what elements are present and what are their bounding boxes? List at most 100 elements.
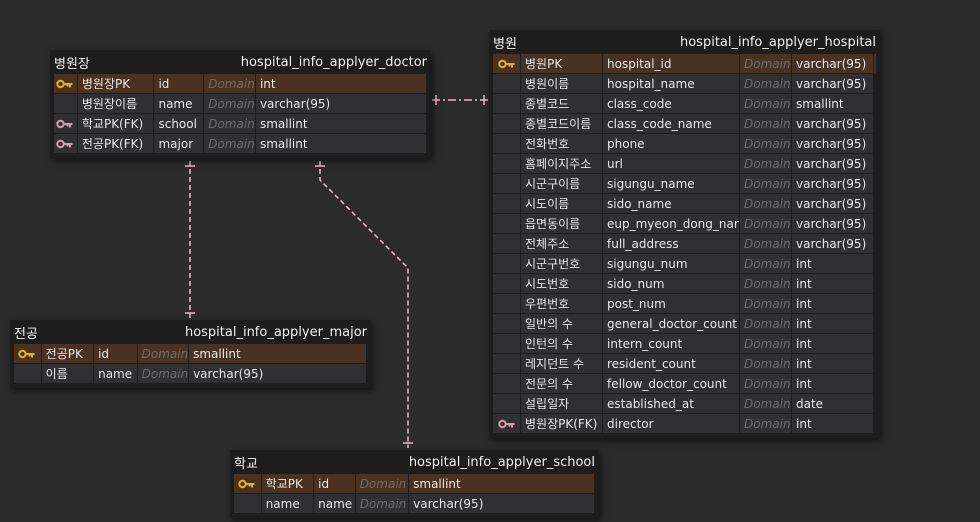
entity-header: 병원 hospital_info_applyer_hospital: [493, 30, 876, 54]
domain-cell: Domain: [740, 154, 792, 174]
domain-cell: Domain: [740, 334, 792, 354]
key-cell: [493, 74, 521, 94]
logical-name-cell: 설립일자: [521, 394, 603, 414]
logical-name-cell: name: [261, 494, 315, 514]
entity-physical-name: hospital_info_applyer_major: [184, 324, 367, 340]
logical-name-cell: 학교PK(FK): [77, 114, 155, 134]
logical-name-cell: 종별코드: [521, 94, 603, 114]
domain-cell: Domain: [355, 494, 410, 514]
key-cell: [54, 74, 78, 94]
data-type-cell: varchar(95): [255, 94, 428, 114]
key-cell: [493, 414, 521, 434]
key-cell: [493, 374, 521, 394]
key-cell: [493, 274, 521, 294]
domain-cell: Domain: [740, 74, 792, 94]
key-cell: [493, 234, 521, 254]
key-cell: [493, 114, 521, 134]
physical-name-cell: fellow_doctor_count: [603, 374, 740, 394]
pk-key-icon: [497, 59, 514, 68]
physical-name-cell: sido_name: [603, 194, 740, 214]
physical-name-cell: name: [314, 494, 356, 514]
physical-name-cell: class_code: [603, 94, 740, 114]
physical-name-cell: major: [154, 134, 205, 154]
entity-physical-name: hospital_info_applyer_hospital: [679, 34, 876, 50]
data-type-cell: varchar(95): [792, 194, 874, 214]
key-cell: [54, 114, 78, 134]
physical-name-cell: name: [94, 364, 138, 384]
domain-cell: Domain: [137, 364, 190, 384]
physical-name-cell: sigungu_num: [603, 254, 740, 274]
relationship-doctor-major[interactable]: [185, 161, 195, 318]
domain-cell: Domain: [740, 294, 792, 314]
relationship-doctor-school[interactable]: [315, 161, 413, 448]
key-cell: [493, 54, 521, 74]
physical-name-cell: id: [314, 474, 356, 494]
key-cell: [493, 174, 521, 194]
key-cell: [493, 334, 521, 354]
key-cell: [14, 364, 42, 384]
data-type-cell: int: [792, 254, 874, 274]
physical-name-cell: id: [154, 74, 205, 94]
data-type-cell: int: [255, 74, 428, 94]
domain-cell: Domain: [740, 234, 792, 254]
fk-key-icon: [497, 419, 514, 428]
key-cell: [493, 214, 521, 234]
logical-name-cell: 읍면동이름: [521, 214, 603, 234]
data-type-cell: int: [792, 334, 874, 354]
domain-cell: Domain: [740, 394, 792, 414]
pk-key-icon: [18, 349, 35, 358]
logical-name-cell: 전문의 수: [521, 374, 603, 394]
data-type-cell: int: [792, 374, 874, 394]
entity-physical-name: hospital_info_applyer_school: [408, 454, 595, 470]
entity-header: 병원장 hospital_info_applyer_doctor: [54, 50, 427, 74]
logical-name-cell: 우편번호: [521, 294, 603, 314]
key-cell: [234, 474, 262, 494]
domain-cell: Domain: [740, 374, 792, 394]
logical-name-cell: 병원이름: [521, 74, 603, 94]
logical-name-cell: 병원PK: [521, 54, 603, 74]
key-cell: [493, 294, 521, 314]
domain-cell: Domain: [740, 174, 792, 194]
domain-cell: Domain: [740, 354, 792, 374]
data-type-cell: varchar(95): [189, 364, 367, 384]
domain-cell: Domain: [740, 414, 792, 434]
relationship-doctor-hospital[interactable]: [432, 95, 490, 105]
physical-name-cell: eup_myeon_dong_name: [603, 214, 740, 234]
domain-cell: Domain: [740, 94, 792, 114]
data-type-cell: varchar(95): [792, 174, 874, 194]
data-type-cell: date: [792, 394, 874, 414]
